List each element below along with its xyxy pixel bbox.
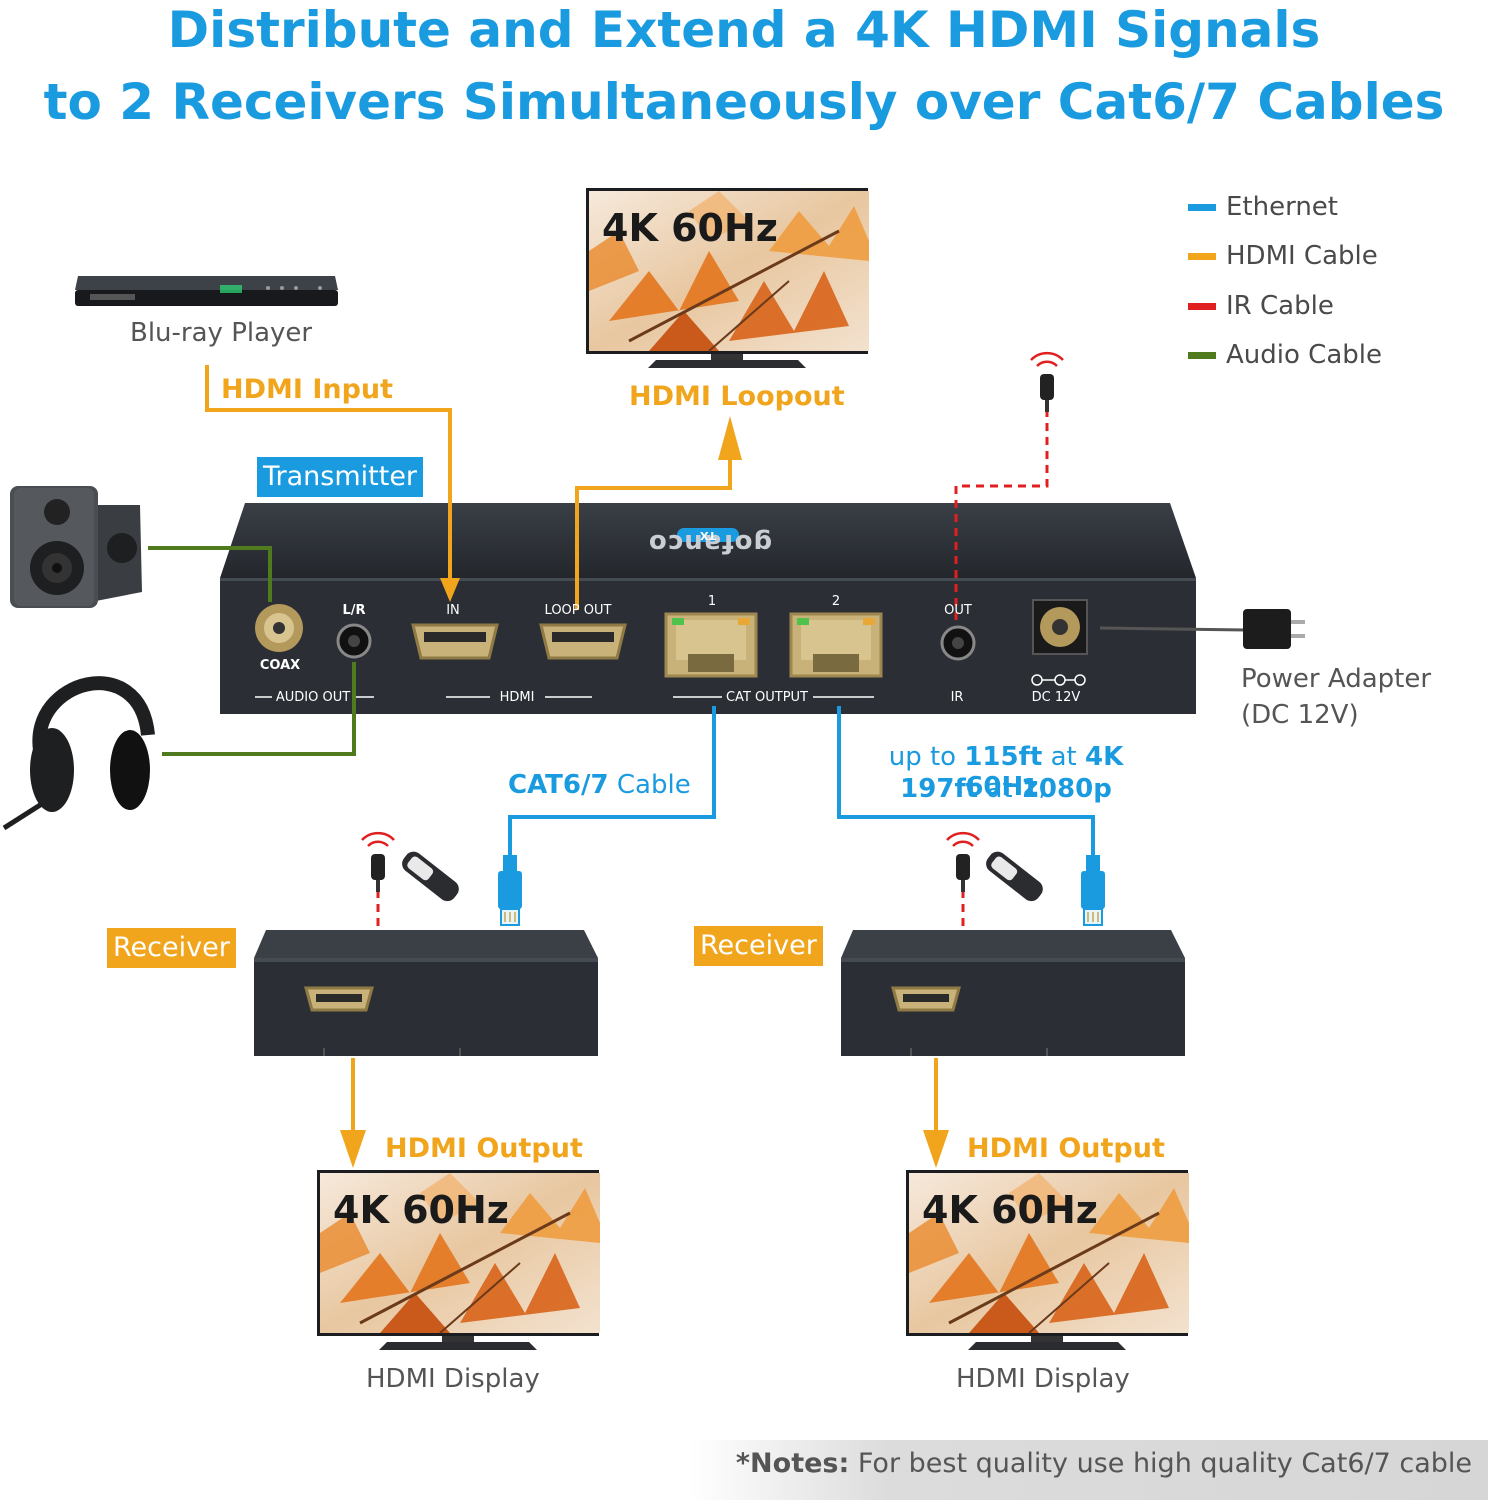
bluray-label: Blu-ray Player	[130, 318, 313, 348]
display-left-label: HDMI Display	[366, 1364, 540, 1394]
audio-cable-lines	[148, 546, 356, 756]
remote-right-icon	[982, 848, 1047, 905]
cat-output-2-port	[789, 612, 883, 678]
range-h: 1080p	[1020, 774, 1112, 804]
range-c: at	[1042, 742, 1086, 772]
hdmi-loopout-label: HDMI Loopout	[629, 381, 845, 412]
range-e: ,	[1038, 772, 1047, 802]
tv-left-resolution: 4K 60Hz	[333, 1188, 509, 1232]
ethernet-plug-right	[1080, 854, 1106, 926]
port-label-in: IN	[446, 603, 460, 618]
range-label-line2: 197ft at 1080p	[848, 774, 1164, 804]
legend-ethernet-swatch	[1188, 204, 1216, 211]
hdmi-output-left-label: HDMI Output	[385, 1133, 583, 1164]
power-label-line2: (DC 12V)	[1241, 700, 1359, 730]
notes-text: *Notes: For best quality use high qualit…	[736, 1448, 1472, 1479]
coax-port	[255, 604, 303, 652]
legend-audio: Audio Cable	[1188, 338, 1382, 372]
ir-sensor-left-icon	[360, 831, 396, 894]
ir-cable-lines	[376, 410, 1049, 930]
speakers-icon	[10, 486, 142, 608]
power-label-line1: Power Adapter	[1241, 664, 1432, 694]
remote-left-icon	[398, 848, 463, 905]
power-adapter	[1099, 609, 1305, 649]
port-label-loop-out: LOOP OUT	[544, 603, 612, 618]
hdmi-in-port	[411, 623, 499, 660]
range-g: at	[978, 774, 1021, 804]
range-b: 115ft	[964, 742, 1043, 772]
port-label-ir-out: OUT	[944, 603, 972, 618]
ir-sensor-right-icon	[945, 831, 981, 894]
port-label-ir: IR	[950, 690, 964, 705]
ir-sensor-top-icon	[1029, 351, 1065, 414]
legend-hdmi-swatch	[1188, 253, 1216, 260]
range-label-line1: up to 115ft at 4K 60Hz,	[848, 742, 1164, 802]
port-label-hdmi: HDMI	[499, 690, 535, 705]
range-a: up to	[888, 742, 965, 772]
legend-hdmi-label: HDMI Cable	[1226, 241, 1378, 271]
legend-ir-swatch	[1188, 303, 1216, 310]
legend-ir: IR Cable	[1188, 289, 1334, 323]
ethernet-cable-lines	[508, 706, 1095, 860]
receiver-right-box	[839, 928, 1187, 1058]
range-f: 197ft	[900, 774, 979, 804]
notes-body: For best quality use high quality Cat6/7…	[849, 1448, 1472, 1479]
notes-bold: *Notes:	[735, 1448, 850, 1479]
hdmi-output-right-label: HDMI Output	[967, 1133, 1165, 1164]
title-line-2: to 2 Receivers Simultaneously over Cat6/…	[43, 73, 1445, 131]
ethernet-plug-left	[497, 854, 523, 926]
headphones-icon	[2, 676, 155, 831]
receiver-left-box	[252, 928, 600, 1058]
receiver-right-tag: Receiver	[694, 926, 823, 966]
hdmi-cable-arrows	[340, 416, 949, 1168]
port-label-audio-out: AUDIO OUT	[275, 690, 351, 705]
legend-hdmi: HDMI Cable	[1188, 239, 1378, 273]
hdmi-loopout-port	[539, 623, 627, 660]
tv-right-resolution: 4K 60Hz	[922, 1188, 1098, 1232]
lr-audio-jack	[336, 623, 372, 659]
port-label-dc: DC 12V	[1031, 690, 1081, 705]
hdmi-input-label: HDMI Input	[221, 374, 394, 405]
bluray-player	[75, 276, 338, 306]
legend-ethernet-label: Ethernet	[1226, 192, 1338, 222]
transmitter-tag: Transmitter	[257, 457, 424, 497]
tv-top-resolution: 4K 60Hz	[602, 206, 778, 250]
port-label-coax: COAX	[259, 658, 301, 673]
receiver-left-tag: Receiver	[107, 928, 236, 968]
ir-out-jack	[940, 625, 976, 661]
display-right-label: HDMI Display	[956, 1364, 1130, 1394]
port-label-cat2: 2	[831, 594, 841, 609]
legend-audio-label: Audio Cable	[1226, 340, 1382, 370]
title-line-1: Distribute and Extend a 4K HDMI Signals	[167, 1, 1321, 59]
port-label-cat-output: CAT OUTPUT	[725, 690, 809, 705]
tx-badge: TX	[700, 529, 716, 542]
port-label-lr: L/R	[342, 603, 366, 618]
legend-ir-label: IR Cable	[1226, 291, 1334, 321]
notes-bar: *Notes: For best quality use high qualit…	[690, 1440, 1488, 1500]
range-d: 4K 60Hz	[965, 742, 1124, 802]
cat-output-1-port	[664, 612, 758, 678]
legend-audio-swatch	[1188, 352, 1216, 359]
cat-cable-rest: Cable	[608, 770, 691, 800]
dc-power-jack	[1031, 599, 1088, 686]
cat-cable-bold: CAT6/7	[508, 770, 609, 800]
legend-ethernet: Ethernet	[1188, 190, 1338, 224]
port-label-cat1: 1	[707, 594, 717, 609]
cat-cable-label: CAT6/7 Cable	[508, 770, 691, 800]
